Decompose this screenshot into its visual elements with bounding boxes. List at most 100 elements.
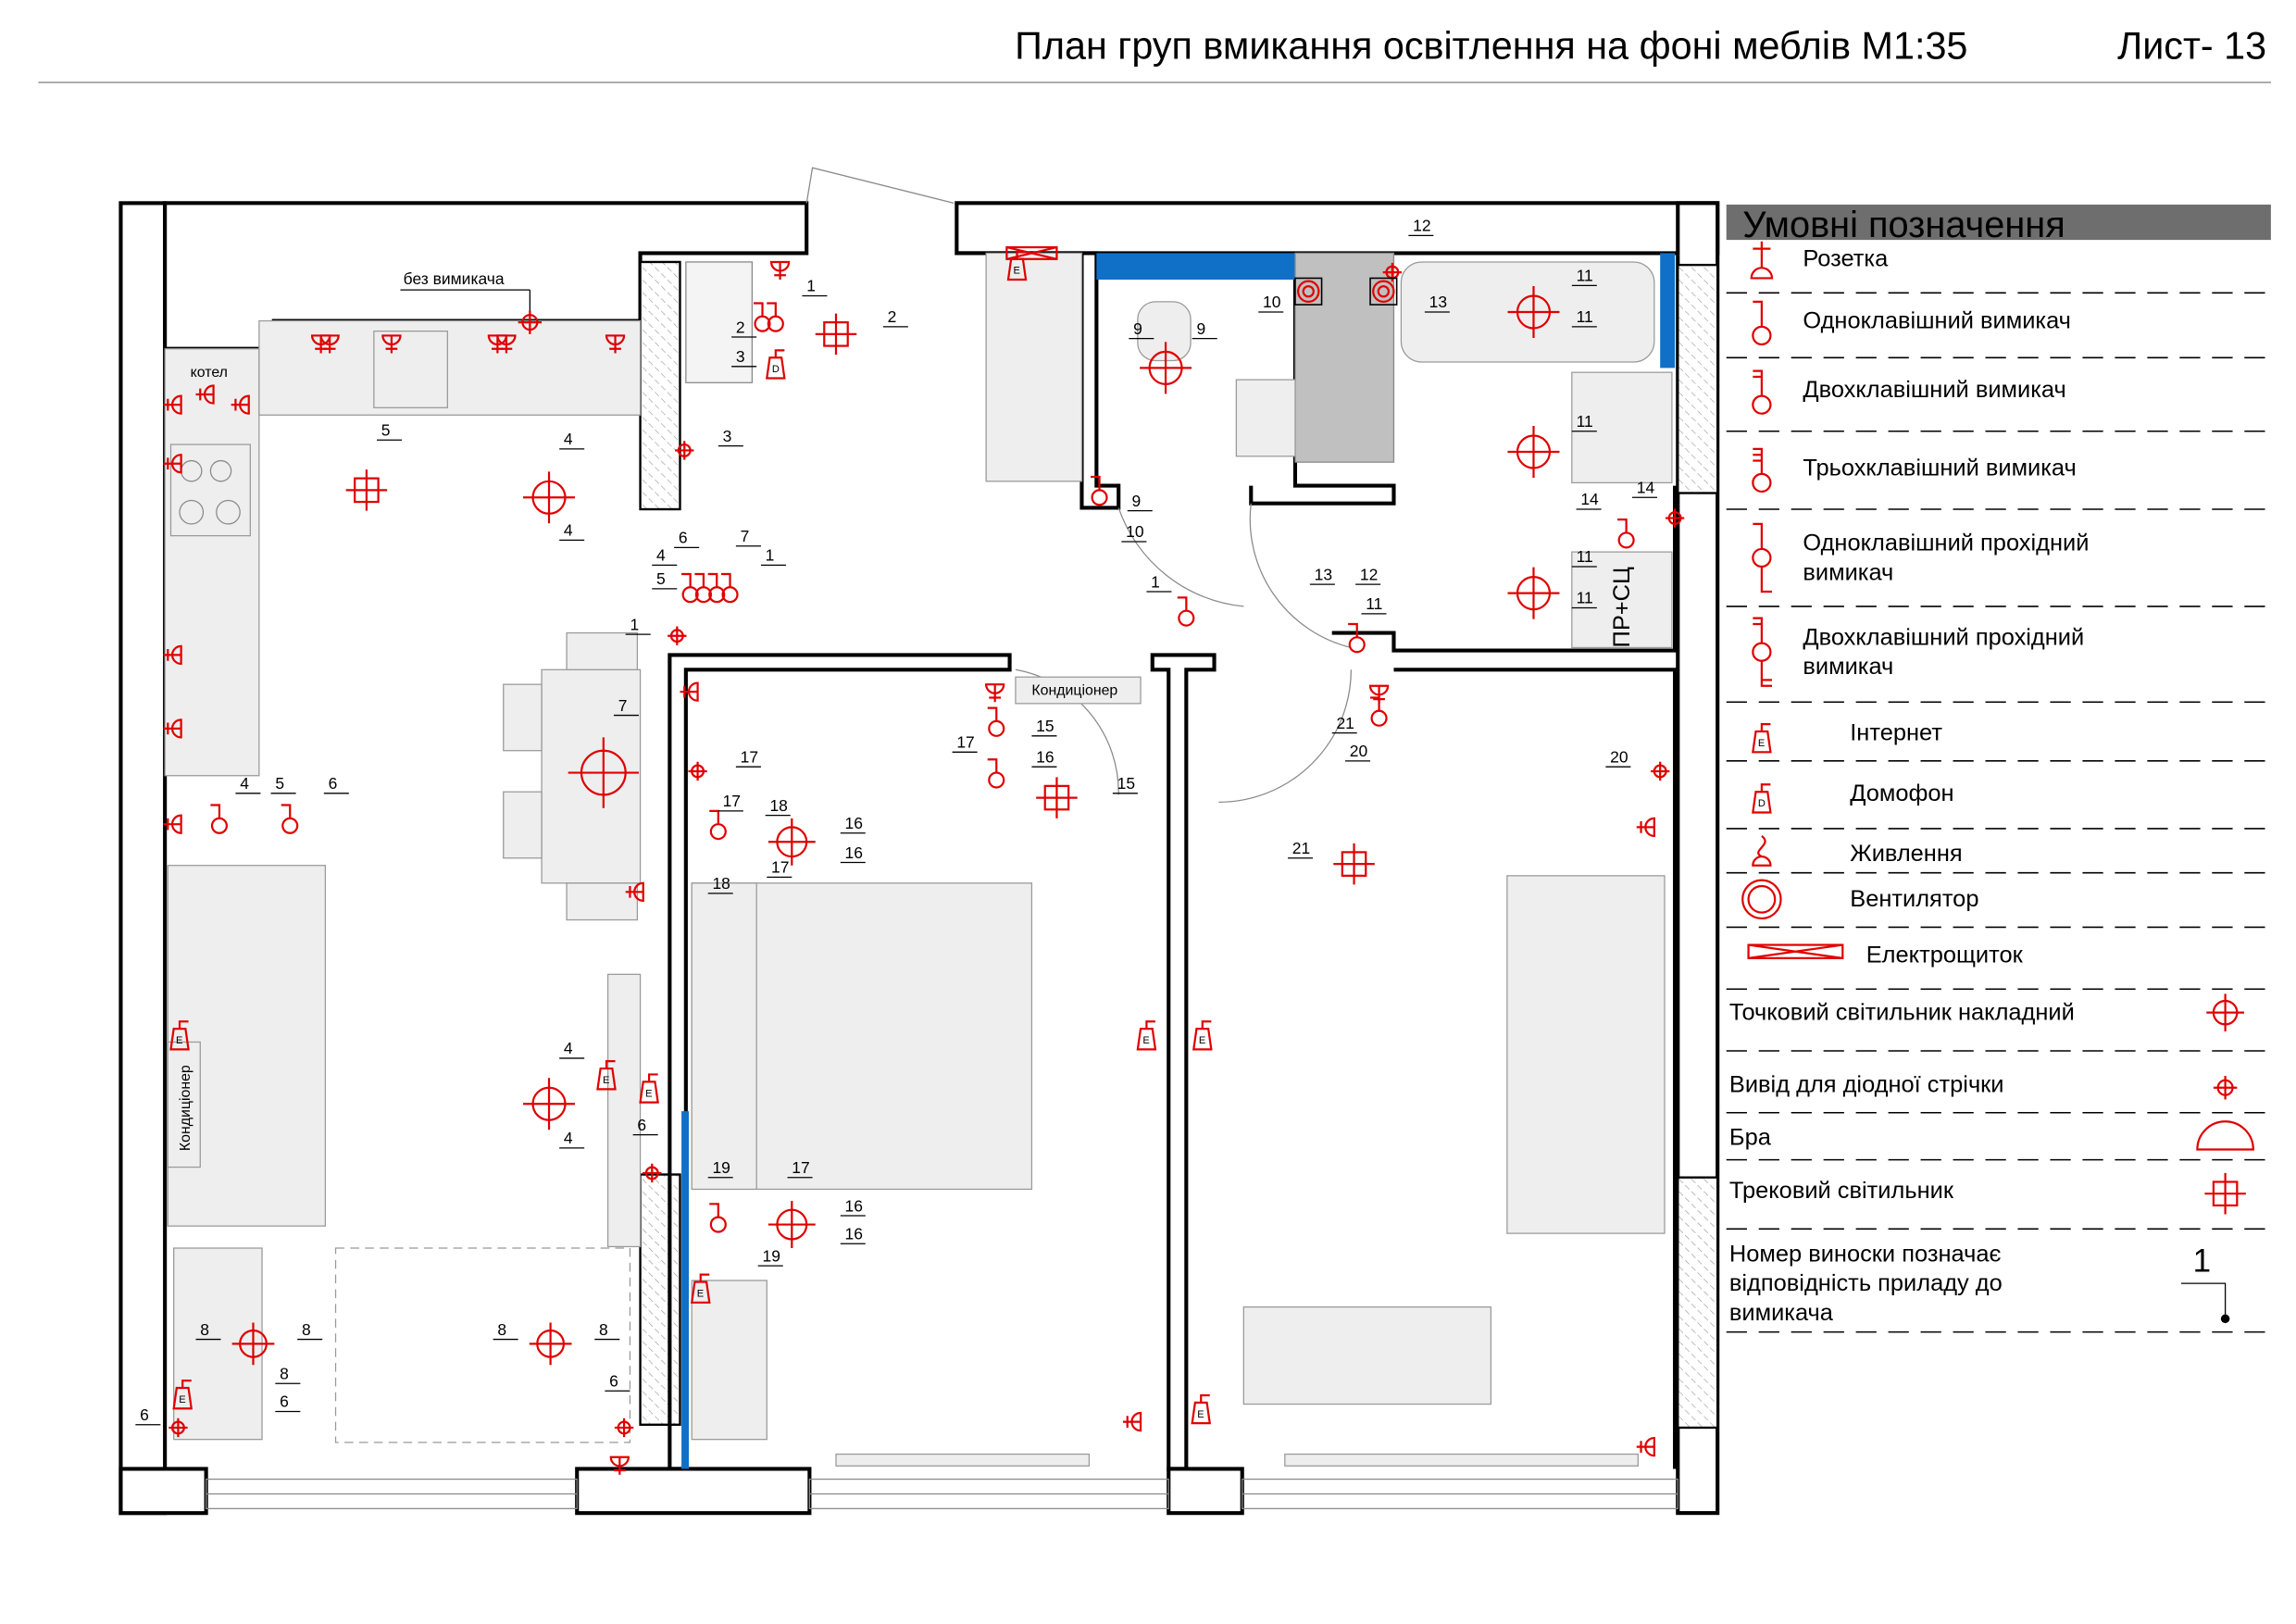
callout-number: 1	[806, 277, 816, 295]
callout-number: 2	[736, 318, 745, 336]
callout-number: 4	[240, 774, 249, 793]
socket-icon	[769, 260, 791, 281]
switch-icon	[753, 302, 771, 332]
callout-number: 8	[302, 1320, 311, 1339]
callout-number: 18	[712, 874, 730, 893]
spotlight-icon	[1507, 286, 1560, 338]
callout-number: 13	[1429, 293, 1447, 311]
electrical-panel-icon	[1747, 943, 1844, 959]
door-arc	[1117, 507, 1244, 607]
svg-text:E: E	[603, 1075, 609, 1086]
svg-text:E: E	[176, 1035, 182, 1046]
sheet-header: План груп вмикання освітлення на фоні ме…	[38, 25, 2271, 83]
callout-number: 6	[280, 1393, 289, 1411]
single-switch-icon	[1752, 300, 1772, 346]
track-light-icon	[815, 313, 857, 356]
socket-icon	[1636, 1436, 1655, 1457]
socket-icon	[605, 334, 626, 354]
chair	[566, 882, 639, 921]
socket-icon	[609, 1455, 630, 1475]
legend-label: вимикача	[1729, 1300, 1834, 1326]
door-arc	[1249, 503, 1352, 649]
wc-sink	[1235, 379, 1296, 457]
led-strip-outlet-icon	[168, 1418, 188, 1438]
callout-number: 17	[723, 792, 741, 810]
callout-number: 5	[381, 421, 391, 440]
wall-bottom-seg	[575, 1467, 812, 1516]
legend-header	[1726, 204, 2271, 241]
spotlight-icon	[568, 737, 639, 808]
legend-label: Трековий світильник	[1729, 1178, 1954, 1204]
legend-item-double-switch: Двохклавішний вимикач	[1726, 369, 2271, 432]
triple-switch-icon	[1752, 447, 1772, 493]
legend-item-fan: Вентилятор	[1726, 879, 2271, 929]
socket-icon	[680, 681, 699, 702]
wall-bedroom1	[668, 653, 1012, 1471]
legend-label: Двохклавішний прохідний	[1803, 624, 2084, 650]
internet-socket-icon: E	[1192, 1020, 1213, 1051]
callout-number: 6	[140, 1405, 149, 1424]
bedroom-panel	[681, 1111, 690, 1469]
wall-bath-lower	[1331, 485, 1678, 653]
callout-number: 3	[723, 427, 732, 445]
callout-number: 4	[564, 1039, 573, 1057]
fan-icon	[1369, 277, 1398, 306]
socket-icon	[1122, 1411, 1142, 1432]
legend-item-electrical-panel: Електрощиток	[1726, 943, 2271, 991]
radiator	[835, 1453, 1091, 1467]
electrical-panel-icon	[1005, 245, 1058, 260]
socket-icon	[195, 384, 215, 405]
callout-number: 5	[275, 774, 284, 793]
legend-label: Інтернет	[1850, 720, 1942, 746]
track-light-icon	[345, 469, 388, 511]
wall-left	[119, 201, 168, 1516]
wall-lamp-icon	[2196, 1120, 2254, 1151]
switch-icon	[709, 809, 727, 841]
treadmill	[1242, 1305, 1492, 1405]
switch-icon	[721, 572, 739, 604]
legend-item-triple-switch: Трьохклавішний вимикач	[1726, 447, 2271, 510]
spotlight-icon	[523, 471, 575, 524]
switch-icon	[987, 758, 1005, 789]
internet-socket-icon: E	[1136, 1020, 1157, 1051]
switch-icon	[210, 804, 229, 834]
legend-label: Точковий світильник накладний	[1729, 1000, 2075, 1026]
svg-text:D: D	[772, 364, 780, 375]
callout-number: 21	[1336, 714, 1354, 732]
callout-number: 1	[630, 615, 639, 633]
internet-socket-icon: E	[596, 1060, 617, 1091]
spotlight-icon	[518, 310, 543, 334]
wardrobe-bath	[1571, 551, 1673, 649]
ac-unit-living	[167, 1041, 201, 1168]
spotlight-icon	[767, 818, 816, 866]
switch-icon	[681, 572, 699, 604]
internet-socket-icon: E	[690, 1273, 711, 1304]
fan-icon	[1741, 879, 1782, 920]
callout-number: 6	[609, 1371, 618, 1390]
socket-icon	[381, 334, 402, 354]
socket-icon	[163, 718, 182, 739]
socket-icon	[625, 881, 644, 902]
bath-niche	[1294, 252, 1395, 463]
toilet	[1137, 301, 1192, 362]
socket-icon	[985, 683, 1005, 703]
legend-title: Умовні позначення	[1742, 205, 2065, 245]
legend-label: Трьохклавішний вимикач	[1803, 455, 2076, 481]
power-supply-icon	[1752, 835, 1772, 867]
track-light-icon	[1333, 843, 1375, 885]
switch-icon	[1091, 475, 1108, 506]
spotlight-icon	[2206, 993, 2244, 1032]
callout-number: 6	[329, 774, 338, 793]
led-strip-outlet-icon	[668, 626, 687, 645]
wall-hatched-bedroom	[1677, 1176, 1719, 1430]
chair	[503, 683, 543, 752]
callout-number: 17	[956, 733, 974, 752]
internet-socket-icon: E	[172, 1379, 193, 1410]
led-strip-outlet-icon	[688, 761, 707, 781]
callout-number: 13	[1315, 565, 1332, 583]
legend-item-spotlight: Точковий світильник накладний	[1726, 993, 2271, 1052]
